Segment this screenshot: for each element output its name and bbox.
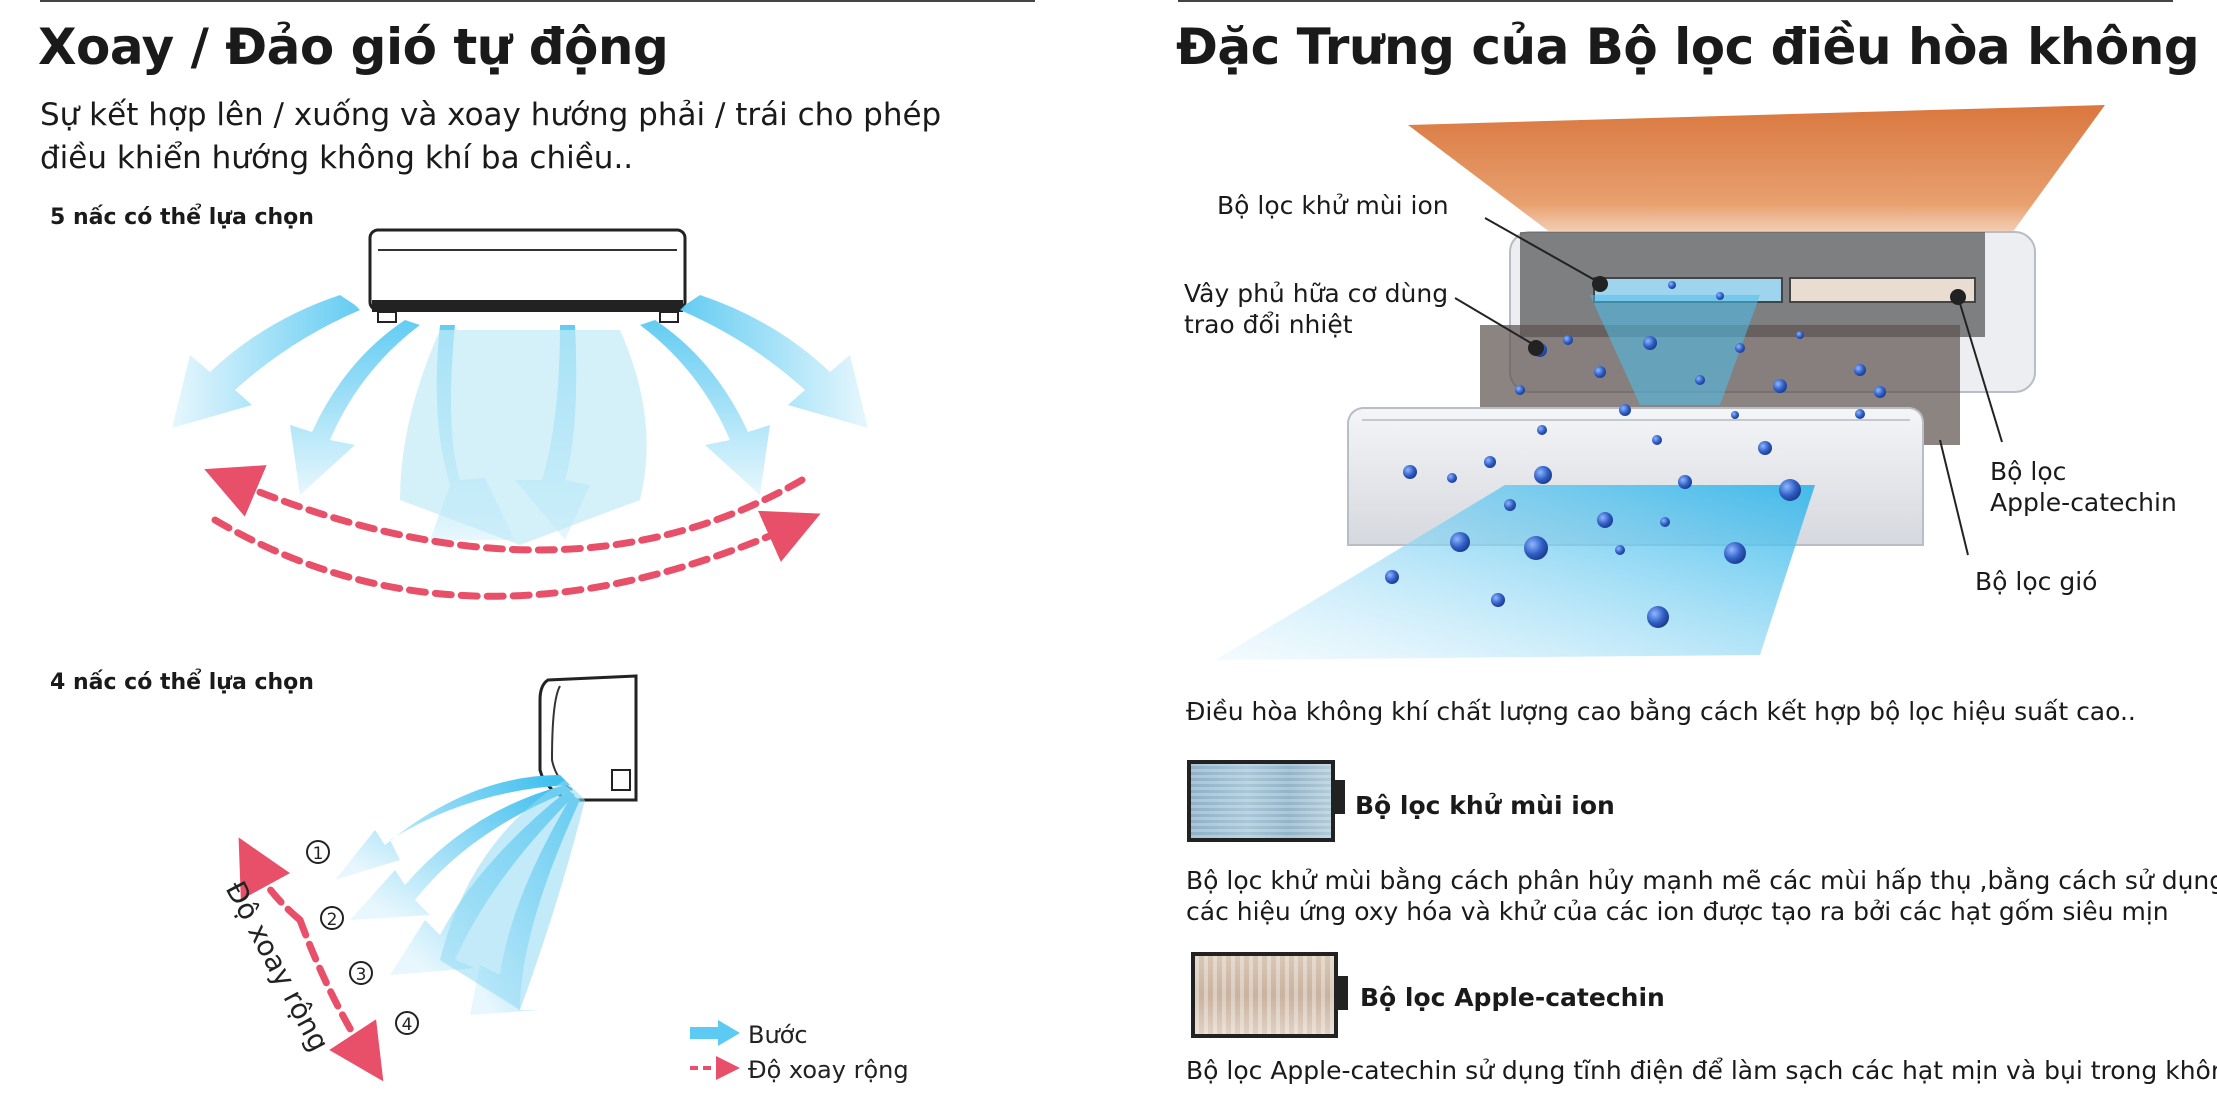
five-step-swing-arc-1	[204, 465, 806, 554]
callout-ion-filter: Bộ lọc khử mùi ion	[1217, 191, 1449, 220]
callout-apple-line1: Bộ lọc	[1990, 457, 2067, 486]
ac-unit-side-icon	[538, 674, 638, 802]
step-number-4: 4	[395, 1011, 419, 1035]
step-number-3: 3	[349, 961, 373, 985]
ac-unit-front-icon	[368, 228, 687, 323]
callout-apple-line2: Apple-catechin	[1990, 488, 2177, 517]
ion-filter-name: Bộ lọc khử mùi ion	[1355, 791, 1615, 820]
ion-filter-desc-line1: Bộ lọc khử mùi bằng cách phân hủy mạnh m…	[1186, 866, 2217, 895]
ion-filter-swatch	[1187, 760, 1345, 842]
svg-text:1: 1	[313, 844, 324, 864]
top-rule-left	[40, 0, 1035, 2]
warm-air-beam	[1408, 105, 2105, 270]
apple-catechin-filter-swatch	[1191, 952, 1348, 1038]
left-illustration: 1 2 3 4 Độ xoay rộng Bước Độ xoay rộng	[172, 228, 909, 1084]
ion-filter-desc-line2: các hiệu ứng oxy hóa và khử của các ion …	[1186, 897, 2169, 926]
filter-illustration	[1215, 105, 2105, 660]
left-description-line2: điều khiển hướng không khí ba chiều..	[40, 140, 634, 176]
apple-catechin-filter-strip	[1789, 277, 1976, 303]
four-step-swing-arrow-up	[238, 837, 304, 924]
svg-text:4: 4	[402, 1015, 413, 1035]
left-title: Xoay / Đảo gió tự động	[38, 18, 669, 76]
right-title: Đặc Trưng của Bộ lọc điều hòa không khí	[1176, 18, 2217, 76]
four-step-label: 4 nấc có thể lựa chọn	[50, 670, 314, 695]
legend-step-arrow-icon	[690, 1020, 740, 1046]
five-step-swing-arc-2	[211, 510, 821, 600]
svg-text:3: 3	[356, 965, 367, 985]
callout-fin-line1: Vây phủ hữa cơ dùng	[1184, 279, 1449, 308]
legend-swing-label: Độ xoay rộng	[748, 1056, 909, 1084]
step-number-1: 1	[306, 840, 330, 864]
five-step-air-arrows	[172, 295, 868, 545]
callout-leaders	[1454, 217, 2003, 556]
four-step-air-arrows	[335, 775, 585, 1015]
top-rule-right	[1178, 0, 2173, 2]
apple-catechin-filter-name: Bộ lọc Apple-catechin	[1360, 983, 1665, 1012]
left-description-line1: Sự kết hợp lên / xuống và xoay hướng phả…	[40, 97, 942, 133]
four-step-swing-arrow-down	[296, 916, 384, 1082]
five-step-label: 5 nấc có thể lựa chọn	[50, 205, 314, 230]
legend-step-label: Bước	[748, 1021, 808, 1049]
step-number-2: 2	[320, 906, 344, 930]
ion-bubbles	[1385, 281, 1886, 628]
svg-text:2: 2	[327, 910, 338, 930]
apple-catechin-filter-desc: Bộ lọc Apple-catechin sử dụng tĩnh điện …	[1186, 1056, 2217, 1085]
intro-text: Điều hòa không khí chất lượng cao bằng c…	[1186, 697, 2136, 726]
callout-air-filter: Bộ lọc gió	[1975, 567, 2098, 596]
callout-fin-line2: trao đổi nhiệt	[1184, 310, 1353, 339]
cool-air-beam	[1215, 485, 1815, 660]
